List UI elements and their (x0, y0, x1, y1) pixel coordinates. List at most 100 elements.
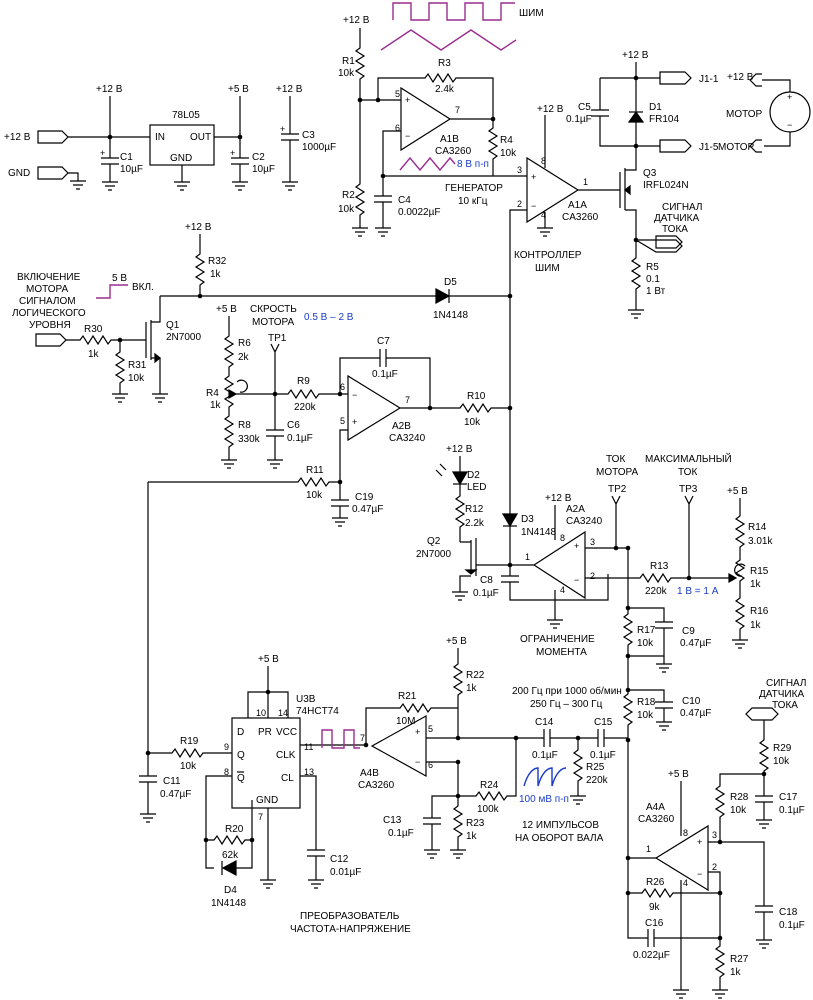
svg-text:Q: Q (237, 773, 245, 784)
svg-text:2: 2 (517, 199, 522, 209)
svg-text:0.1µF: 0.1µF (532, 750, 558, 761)
svg-text:2k: 2k (238, 352, 250, 363)
svg-text:ШИМ: ШИМ (535, 263, 560, 274)
svg-text:МОТОРА: МОТОРА (596, 467, 639, 478)
svg-text:3: 3 (590, 537, 595, 547)
svg-text:−: − (415, 757, 420, 767)
svg-text:R27: R27 (730, 954, 749, 965)
svg-text:7: 7 (405, 395, 410, 405)
svg-text:GND: GND (170, 153, 192, 164)
svg-text:R4: R4 (500, 135, 513, 146)
svg-text:0.0022µF: 0.0022µF (398, 207, 440, 218)
svg-text:R8: R8 (238, 420, 251, 431)
svg-text:3.01k: 3.01k (748, 536, 773, 547)
svg-text:2N7000: 2N7000 (166, 332, 201, 343)
svg-text:250 Гц – 300 Гц: 250 Гц – 300 Гц (530, 699, 603, 710)
svg-text:220k: 220k (294, 402, 317, 413)
svg-text:НА ОБОРОТ ВАЛА: НА ОБОРОТ ВАЛА (515, 833, 604, 844)
svg-text:0.1µF: 0.1µF (779, 805, 805, 816)
svg-text:0.1µF: 0.1µF (287, 433, 313, 444)
svg-text:+: + (405, 95, 410, 105)
svg-text:C8: C8 (480, 575, 493, 586)
svg-text:13: 13 (304, 767, 314, 777)
motor-driver: +12 В C5 0.1µF D1 FR104 J1-1 J1-5 Q3 IRF… (566, 50, 811, 319)
svg-text:МАКСИМАЛЬНЫЙ: МАКСИМАЛЬНЫЙ (645, 452, 732, 465)
svg-text:ВКЛЮЧЕНИЕ: ВКЛЮЧЕНИЕ (17, 272, 81, 283)
svg-text:10µF: 10µF (252, 164, 275, 175)
svg-text:+5 В: +5 В (258, 654, 279, 665)
svg-text:12 ИМПУЛЬСОВ: 12 ИМПУЛЬСОВ (522, 820, 599, 831)
svg-text:R24: R24 (480, 780, 499, 791)
svg-text:1N4148: 1N4148 (433, 310, 468, 321)
speed-setting: +5 В R6 2k R4 1k R8 330k СКРОСТЬ МОТОРА … (148, 304, 513, 527)
svg-text:7: 7 (258, 812, 263, 822)
svg-text:0.022µF: 0.022µF (633, 950, 670, 961)
svg-text:5: 5 (340, 416, 345, 426)
svg-text:ПРЕОБРАЗОВАТЕЛЬ: ПРЕОБРАЗОВАТЕЛЬ (300, 911, 400, 922)
svg-text:СИГНАЛ: СИГНАЛ (662, 202, 703, 213)
svg-text:+12 В: +12 В (4, 132, 31, 143)
svg-text:0.1: 0.1 (646, 274, 660, 285)
svg-text:C9: C9 (682, 626, 695, 637)
svg-text:CA3260: CA3260 (562, 212, 599, 223)
svg-text:R9: R9 (297, 376, 310, 387)
svg-text:Q: Q (237, 750, 245, 761)
svg-text:МОМЕНТА: МОМЕНТА (536, 647, 587, 658)
svg-text:0.1µF: 0.1µF (779, 920, 805, 931)
svg-text:D4: D4 (224, 885, 237, 896)
svg-text:D3: D3 (521, 514, 534, 525)
svg-text:220k: 220k (645, 586, 668, 597)
svg-text:10: 10 (256, 708, 266, 718)
svg-text:ЧАСТОТА-НАПРЯЖЕНИЕ: ЧАСТОТА-НАПРЯЖЕНИЕ (290, 924, 411, 935)
svg-text:ВКЛ.: ВКЛ. (132, 282, 154, 293)
svg-text:+: + (280, 124, 285, 134)
svg-text:R28: R28 (730, 792, 749, 803)
svg-text:R14: R14 (748, 522, 767, 533)
svg-text:+5 В: +5 В (228, 84, 249, 95)
svg-text:C3: C3 (302, 130, 315, 141)
svg-text:A1A: A1A (568, 200, 587, 211)
svg-text:10k: 10k (306, 490, 323, 501)
svg-text:2N7000: 2N7000 (416, 549, 451, 560)
svg-text:1k: 1k (730, 967, 742, 978)
svg-text:D2: D2 (467, 470, 480, 481)
svg-text:A4A: A4A (646, 802, 665, 813)
svg-text:R17: R17 (637, 625, 656, 636)
svg-text:3: 3 (712, 830, 717, 840)
svg-text:100k: 100k (477, 804, 500, 815)
svg-text:0.1µF: 0.1µF (590, 750, 616, 761)
svg-text:ОГРАНИЧЕНИЕ: ОГРАНИЧЕНИЕ (520, 634, 595, 645)
svg-text:МОТОРА: МОТОРА (252, 317, 295, 328)
svg-text:+5 В: +5 В (216, 304, 237, 315)
svg-text:12: 12 (238, 0, 248, 2)
svg-text:C1: C1 (120, 152, 133, 163)
svg-text:−: − (352, 390, 357, 400)
svg-text:10k: 10k (730, 805, 747, 816)
svg-text:D: D (237, 727, 244, 738)
svg-text:4: 4 (560, 585, 565, 595)
svg-text:+: + (100, 148, 105, 158)
svg-text:220k: 220k (586, 775, 609, 786)
svg-text:VCC: VCC (276, 727, 297, 738)
svg-text:78L05: 78L05 (172, 110, 200, 121)
svg-text:1k: 1k (210, 400, 222, 411)
pwm-waveform: ШИМ (380, 2, 544, 51)
freq-to-voltage: +5 В U3B 74HCT74 12 10 14 D PR VCC Q CLK… (139, 0, 628, 935)
svg-text:1k: 1k (466, 831, 478, 842)
svg-text:A2A: A2A (566, 504, 585, 515)
svg-text:УРОВНЯ: УРОВНЯ (29, 320, 71, 331)
svg-text:1: 1 (583, 177, 588, 187)
svg-text:0.47µF: 0.47µF (680, 638, 711, 649)
svg-text:6: 6 (395, 123, 400, 133)
svg-text:+: + (574, 541, 579, 551)
svg-text:+12 В: +12 В (545, 493, 572, 504)
svg-text:R4: R4 (206, 388, 219, 399)
a1b-opamp: + − 5 6 7 A1B CA3260 (393, 86, 493, 157)
svg-text:R6: R6 (238, 338, 251, 349)
svg-text:КОНТРОЛЛЕР: КОНТРОЛЛЕР (514, 250, 582, 261)
svg-text:10k: 10k (338, 204, 355, 215)
svg-text:4: 4 (541, 210, 546, 220)
svg-text:10k: 10k (464, 417, 481, 428)
svg-text:PR: PR (258, 727, 272, 738)
svg-text:+5 В: +5 В (446, 636, 467, 647)
